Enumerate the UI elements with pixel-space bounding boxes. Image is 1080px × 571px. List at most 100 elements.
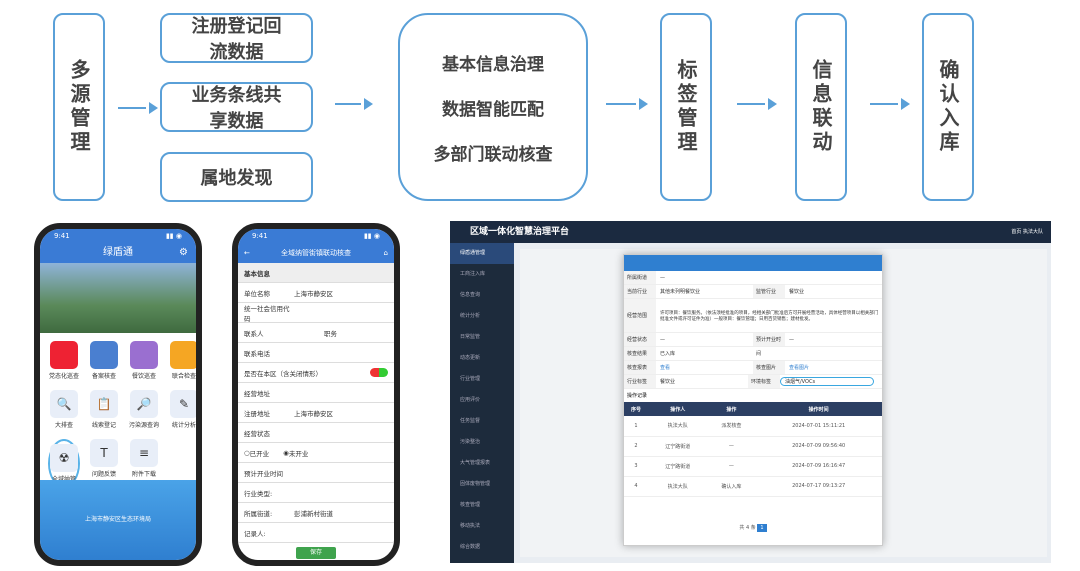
modal-row: 核查结果已入库 [624, 347, 882, 361]
modal-row: 行业标签餐饮业环境标签油烟气/VOCs [624, 375, 882, 389]
settings-icon[interactable]: ⚙ [179, 247, 188, 258]
dashboard-header: 区域一体化智慧治理平台首页 执法大队 [450, 221, 1051, 243]
phone-lvdun-home: 9:41 ▮▮ ◉ 绿盾通 ⚙ 党态化巡查 备案核查 餐饮巡查 联合检查 🔍大排查 … [34, 223, 202, 566]
arrow-2 [335, 98, 373, 110]
joint-check-icon [170, 341, 196, 369]
menu-item[interactable]: 绿盾通管理 [450, 243, 514, 264]
dashboard-sidebar: 绿盾通管理 工商注入库 信息查询 统计分析 日常监管 动态更新 行业管理 应用评… [450, 243, 514, 563]
form-row[interactable]: 联系电话 [238, 343, 394, 363]
form-row[interactable]: 单位名称上海市静安区 [238, 283, 394, 303]
menu-item[interactable]: 污染整治 [460, 439, 481, 445]
confirm-storage-box: 确认入库 [922, 13, 974, 201]
source-business: 业务条线共享数据 [160, 82, 313, 132]
magnifier-icon: 🔍 [50, 390, 78, 418]
status-radio[interactable]: ○ 已开业◉ 未开业 [238, 443, 394, 463]
governance-item: 数据智能匹配 [442, 99, 544, 120]
form-row[interactable]: 是否在本区（含关闭情形） [238, 363, 394, 383]
app-stats[interactable]: ✎统计分析 [168, 390, 196, 429]
menu-item[interactable]: 统计分析 [460, 313, 481, 319]
app-record-check[interactable]: 备案核查 [88, 341, 120, 380]
signal-icon: ▮▮ ◉ [165, 232, 182, 240]
modal-row: 所属街道— [624, 271, 882, 285]
modal-row: 经营范围许可项目：餐饮服务。（依法须经批准的项目，经相关部门批准后方可开展经营活… [624, 299, 882, 333]
menu-item[interactable]: 核查管理 [460, 502, 481, 508]
form-row[interactable]: 经营地址 [238, 383, 394, 403]
images-link[interactable]: 查看图片 [789, 365, 810, 371]
menu-item[interactable]: 综合数据 [460, 544, 481, 550]
app-grid: 党态化巡查 备案核查 餐饮巡查 联合检查 🔍大排查 📋线索登记 🔎污染源查询 ✎… [48, 341, 196, 488]
app-restaurant[interactable]: 餐饮巡查 [128, 341, 160, 380]
info-linkage-box: 信息联动 [795, 13, 847, 201]
modal-row: 经营状态—预计开业时间— [624, 333, 882, 357]
status-time: 9:41 [54, 232, 70, 240]
app-title: 绿盾通 [103, 247, 133, 258]
section-header: 基本信息 [238, 263, 394, 283]
back-icon[interactable]: ← [244, 249, 250, 257]
form-row[interactable]: 预计开业时间 [238, 463, 394, 483]
phone-verify-form: 9:41 ▮▮ ◉ ← 全域纳管街镇联动核查 ⌂ 基本信息 单位名称上海市静安区 统一… [232, 223, 400, 566]
form-row[interactable]: 统一社会信用代码 [238, 303, 394, 323]
menu-item[interactable]: 固体废物管理 [460, 481, 491, 487]
governance-box: 基本信息治理 数据智能匹配 多部门联动核查 [398, 13, 588, 201]
arrow-3 [606, 98, 648, 110]
arrow-5 [870, 98, 910, 110]
form-row[interactable]: 记录人: [238, 523, 394, 543]
app-joint-check[interactable]: 联合检查 [168, 341, 196, 380]
form-row[interactable]: 联系人职务 [238, 323, 394, 343]
detail-modal: 所属街道— 当前行业其他未列明餐饮业监管行业餐饮业 经营范围许可项目：餐饮服务。… [623, 254, 883, 546]
app-investigation[interactable]: 🔍大排查 [48, 390, 80, 429]
form-row[interactable]: 所属街道:彭浦新村街道 [238, 503, 394, 523]
form-row[interactable]: 注册地址上海市静安区 [238, 403, 394, 423]
arrow-1 [118, 102, 158, 114]
city-banner [40, 263, 196, 333]
pager[interactable]: 共 4 条 1 [624, 524, 882, 532]
download-icon: ≡ [130, 439, 158, 467]
log-title: 操作记录 [627, 393, 648, 399]
clue-icon: 📋 [90, 390, 118, 418]
app-pollution[interactable]: 🔎污染源查询 [128, 390, 160, 429]
record-icon [90, 341, 118, 369]
menu-item[interactable]: 应用评价 [460, 397, 481, 403]
home-icon[interactable]: ⌂ [383, 249, 388, 257]
app-download[interactable]: ≡附件下载 [128, 439, 160, 488]
patrol-icon [50, 341, 78, 369]
app-full-coverage[interactable]: ☢全域纳管 [48, 439, 80, 488]
arrow-4 [737, 98, 777, 110]
report-link[interactable]: 查看 [660, 365, 671, 371]
pollution-icon: 🔎 [130, 390, 158, 418]
form-row: 经营状态 [238, 423, 394, 443]
app-clue[interactable]: 📋线索登记 [88, 390, 120, 429]
modal-row: 核查报表查看核查图片查看图片 [624, 361, 882, 375]
governance-item: 多部门联动核查 [433, 144, 553, 165]
form-title-bar: ← 全域纳管街镇联动核查 ⌂ [238, 243, 394, 263]
radiation-icon: ☢ [50, 444, 78, 472]
menu-item[interactable]: 信息查询 [460, 292, 481, 298]
modal-header [624, 255, 882, 271]
source-management-box: 多源管理 [53, 13, 105, 201]
menu-item[interactable]: 工商注入库 [460, 271, 486, 277]
toggle-switch[interactable] [370, 368, 388, 377]
feedback-icon: T [90, 439, 118, 467]
save-button[interactable]: 保存 [296, 547, 336, 559]
source-registration: 注册登记回流数据 [160, 13, 313, 63]
menu-item[interactable]: 动态更新 [460, 355, 481, 361]
form-row[interactable]: 行业类型: [238, 483, 394, 503]
form-title: 全域纳管街镇联动核查 [281, 249, 351, 257]
menu-item[interactable]: 行业管理 [460, 376, 481, 382]
app-title-bar: 绿盾通 ⚙ [40, 243, 196, 263]
menu-item[interactable]: 任务监督 [460, 418, 481, 424]
source-local: 属地发现 [160, 152, 313, 202]
signal-icon: ▮▮ ◉ [363, 232, 380, 240]
restaurant-icon [130, 341, 158, 369]
stats-icon: ✎ [170, 390, 196, 418]
menu-item[interactable]: 移动执法 [460, 523, 481, 529]
status-time: 9:41 [252, 232, 268, 240]
app-patrol[interactable]: 党态化巡查 [48, 341, 80, 380]
menu-item[interactable]: 日常监管 [460, 334, 481, 340]
menu-item[interactable]: 大气管理报表 [460, 460, 491, 466]
